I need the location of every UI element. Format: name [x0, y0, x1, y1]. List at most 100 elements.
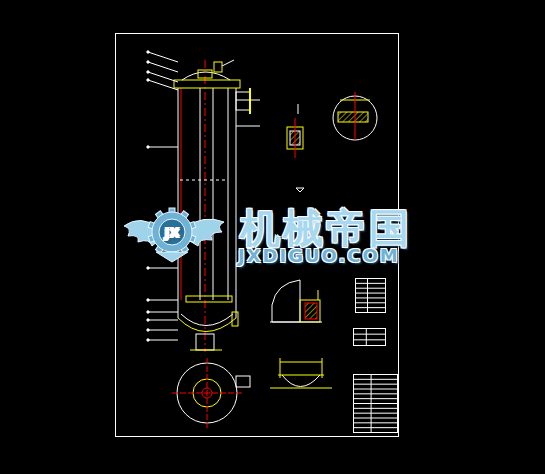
detail-view [270, 322, 322, 323]
data-table [354, 384, 398, 385]
leader-line [148, 147, 178, 148]
column-vessel [213, 88, 214, 300]
leader-line [147, 51, 149, 53]
column-vessel [236, 92, 250, 110]
data-table [366, 329, 367, 346]
detail-view [295, 118, 296, 158]
data-table [367, 279, 368, 313]
detail-view [298, 104, 299, 114]
data-table [354, 418, 398, 419]
plan-view [172, 358, 250, 428]
detail-view [296, 188, 304, 192]
detail-view [280, 358, 281, 378]
data-table [354, 329, 386, 346]
detail-view [282, 375, 320, 387]
column-vessel [236, 88, 237, 318]
detail-view [278, 375, 324, 376]
detail-view [270, 388, 332, 389]
data-table [354, 427, 398, 428]
data-table [371, 375, 372, 433]
column-vessel [228, 88, 229, 300]
data-table [354, 339, 386, 340]
column-vessel [198, 70, 212, 78]
detail-view [300, 300, 320, 322]
data-table [354, 279, 398, 433]
column-vessel [222, 60, 234, 66]
detail-view [322, 358, 323, 378]
data-table [356, 302, 386, 303]
watermark-logo [148, 208, 196, 256]
column-vessel [205, 60, 206, 352]
data-table [354, 398, 398, 399]
leader-line [236, 100, 260, 101]
column-vessel [182, 72, 230, 80]
leader-line [148, 72, 178, 82]
leader-line [148, 62, 178, 72]
data-table [354, 422, 398, 423]
leader-line [147, 329, 149, 331]
column-vessel [174, 80, 240, 88]
watermark-logo [156, 252, 188, 262]
column-vessel [174, 60, 250, 352]
column-vessel [232, 312, 238, 326]
leader-line [148, 268, 178, 269]
data-table [354, 403, 398, 404]
column-vessel [181, 314, 233, 326]
logo-text: JX [165, 226, 180, 239]
data-table [354, 408, 398, 409]
detail-view [338, 112, 368, 122]
watermark-url: JXDIGUO.COM [238, 247, 400, 265]
leader-line [236, 126, 260, 127]
detail-view [355, 92, 356, 140]
data-table [356, 288, 386, 289]
watermark-logo [159, 219, 185, 245]
detail-view [318, 290, 319, 300]
data-table [354, 379, 398, 380]
data-table [354, 393, 398, 394]
data-table [356, 307, 386, 308]
leader-line [147, 79, 149, 81]
leader-line [147, 339, 149, 341]
column-vessel [200, 88, 201, 300]
leader-line [148, 330, 178, 331]
leader-line [148, 320, 178, 321]
detail-view [305, 303, 317, 319]
leader-line [147, 311, 149, 313]
column-vessel [190, 350, 222, 351]
column-vessel [214, 62, 222, 72]
leader-line [148, 300, 178, 301]
watermark-logo [124, 208, 224, 262]
column-vessel [178, 318, 236, 332]
data-table [354, 413, 398, 414]
data-table [356, 293, 386, 294]
column-vessel [249, 88, 251, 114]
leader-line [147, 319, 149, 321]
leader-line [148, 312, 178, 313]
data-table [356, 279, 386, 313]
leader-line [147, 299, 149, 301]
data-table [354, 375, 398, 433]
plan-view [207, 358, 208, 428]
data-table [356, 283, 386, 284]
leader-line [147, 71, 149, 73]
leader-line [148, 52, 178, 62]
column-vessel [180, 180, 228, 181]
watermark-logo [152, 212, 192, 252]
leader-line [148, 340, 178, 341]
detail-view [272, 280, 300, 322]
column-vessel [186, 296, 232, 302]
detail-view [280, 362, 322, 363]
plan-view [236, 376, 250, 387]
leader-line [147, 51, 300, 341]
leader-line [147, 61, 149, 63]
data-table [354, 334, 386, 335]
leader-line [148, 80, 178, 90]
data-table [356, 297, 386, 298]
leader-line [147, 267, 149, 269]
leader-line [147, 146, 149, 148]
column-vessel [196, 334, 214, 350]
column-vessel [181, 88, 182, 300]
watermark-text: 机械帝国 [240, 208, 412, 248]
data-table [354, 389, 398, 390]
